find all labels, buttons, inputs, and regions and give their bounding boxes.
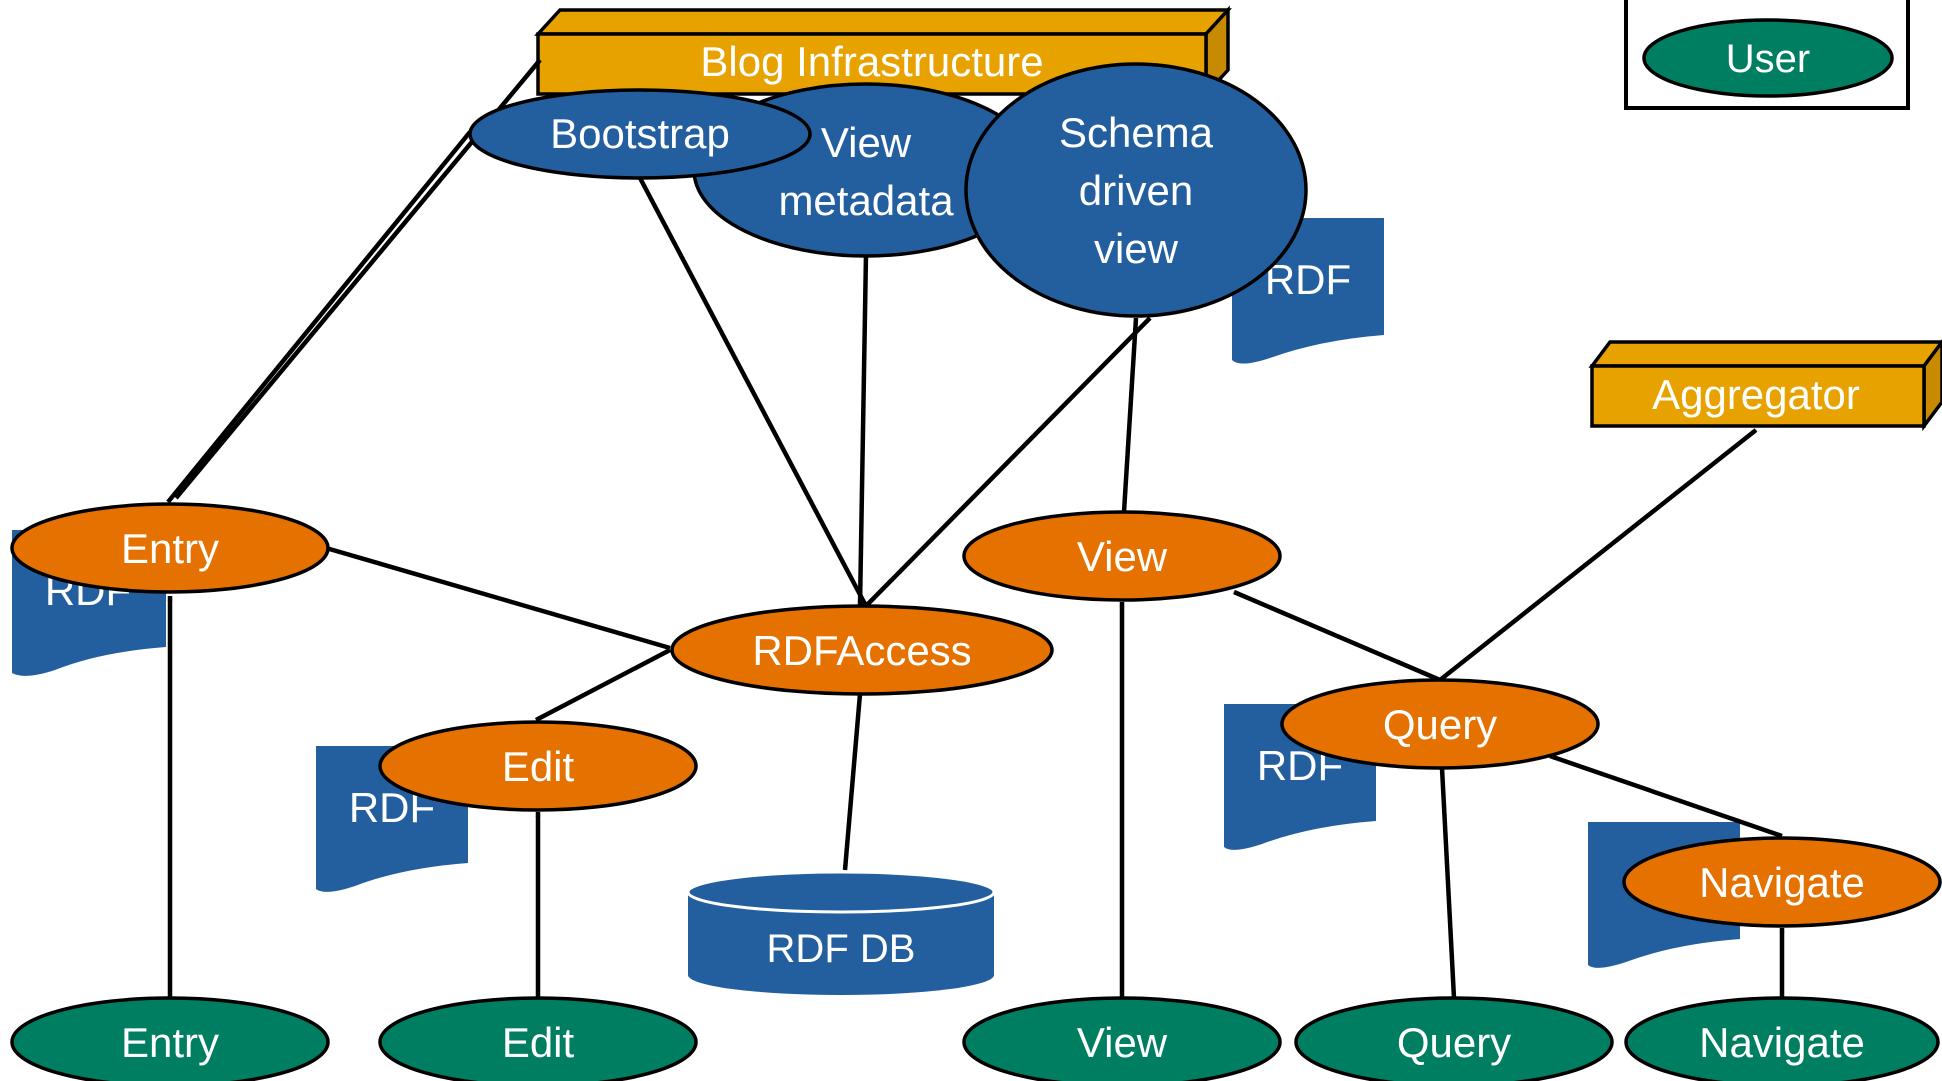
user-edit-label: Edit [502,1019,575,1066]
action-query-node: Query [1280,678,1600,770]
rdf-document-label: RDF [1265,256,1351,303]
action-edit-node: Edit [378,720,698,812]
schema-driven-view-node: Schema driven view [964,62,1308,318]
schema-view-label-line3: view [1094,225,1179,272]
blog-infrastructure-label: Blog Infrastructure [700,38,1043,85]
legend-user-ellipse [1642,18,1894,98]
action-query-label: Query [1383,701,1497,748]
legend: User [1624,0,1910,110]
edge-query-to-aggregator [1438,428,1758,682]
bootstrap-node: Bootstrap [468,88,812,180]
edge-edit-to-rdfaccess [534,648,672,722]
user-view-node: View [962,996,1282,1081]
aggregator-label: Aggregator [1652,371,1860,418]
schema-view-label-line2: driven [1079,167,1193,214]
view-metadata-label-line1: View [821,119,912,166]
action-entry-node: Entry [10,502,330,594]
rdf-db-label: RDF DB [767,927,916,971]
edge-bootstrap-to-rdfaccess [638,176,868,608]
rdf-db: RDF DB [686,870,996,995]
action-rdfaccess-node: RDFAccess [670,604,1054,696]
edge-entry-to-rdfaccess [325,545,671,651]
user-entry-label: Entry [121,1019,219,1066]
action-entry-label: Entry [121,525,219,572]
edge-query-to-view [1233,589,1441,683]
user-navigate-node: Navigate [1624,996,1940,1081]
legend-user-label: User [1726,37,1810,81]
action-view-label: View [1077,533,1168,580]
action-view-node: View [962,510,1282,602]
action-navigate-node: Navigate [1622,836,1942,928]
user-navigate-label: Navigate [1699,1019,1865,1066]
aggregator-box: Aggregator [1588,339,1942,432]
edge-view-metadata-to-rdfaccess [857,253,869,607]
user-entry-node: Entry [10,996,330,1081]
schema-view-label-line1: Schema [1059,109,1214,156]
user-query-node: Query [1294,996,1614,1081]
action-navigate-label: Navigate [1699,859,1865,906]
database-cylinder-icon [686,870,996,995]
user-view-label: View [1077,1019,1168,1066]
view-metadata-label-line2: metadata [778,177,954,224]
edge-rdfaccess-to-schema-view [862,316,1152,610]
edge-entry-to-bootstrap-a [166,130,472,504]
edge-view-to-schema-view [1121,317,1139,513]
bootstrap-label: Bootstrap [550,110,730,157]
action-rdfaccess-label: RDFAccess [752,627,971,674]
edge-rdfaccess-to-rdf-db [842,693,863,871]
action-edit-label: Edit [502,743,575,790]
edge-user-query-to-query [1439,767,1457,999]
user-query-label: Query [1397,1019,1511,1066]
edge-navigate-to-query [1549,753,1783,839]
edges [166,58,1785,999]
user-edit-node: Edit [378,996,698,1081]
